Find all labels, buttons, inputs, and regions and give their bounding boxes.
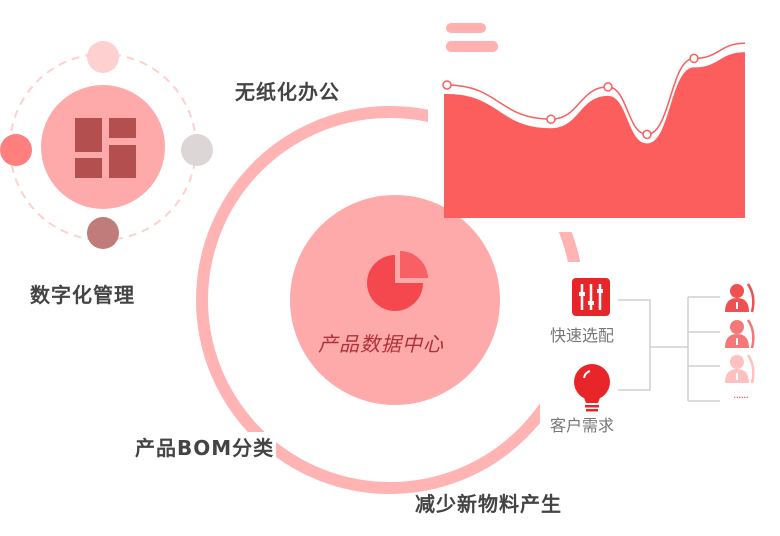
label-digital: 数字化管理 xyxy=(30,283,135,307)
orbit-dot-bottom xyxy=(87,217,119,249)
user-icon xyxy=(725,283,755,313)
label-reduce: 减少新物料产生 xyxy=(415,492,562,516)
chart-point xyxy=(546,114,556,124)
management-circle xyxy=(41,85,165,209)
user-icon xyxy=(725,354,755,384)
label-quick-select: 快速选配 xyxy=(550,326,615,345)
chart-point xyxy=(642,129,652,140)
pie-chart-icon xyxy=(367,250,428,311)
label-paperless: 无纸化办公 xyxy=(235,80,340,104)
center-title: 产品数据中心 xyxy=(318,332,444,356)
dashboard-icon xyxy=(75,118,136,178)
orbit-dot-top xyxy=(87,41,119,73)
label-bom: 产品BOM分类 xyxy=(133,432,277,461)
chart-point xyxy=(442,80,452,90)
chart-area xyxy=(444,52,745,219)
label-customer-needs: 客户需求 xyxy=(550,416,615,435)
orbit-dot-right xyxy=(181,134,213,166)
chart-bar-2 xyxy=(446,41,498,52)
chart-point xyxy=(689,53,699,64)
user-icon xyxy=(725,319,755,349)
chart-point xyxy=(603,82,613,92)
more-dots: ...... xyxy=(733,388,749,401)
orbit-dot-left xyxy=(0,134,32,166)
chart-bar-1 xyxy=(446,23,486,33)
sliders-icon xyxy=(572,278,610,316)
connector-lines xyxy=(618,296,720,402)
lightbulb-icon xyxy=(574,364,610,412)
